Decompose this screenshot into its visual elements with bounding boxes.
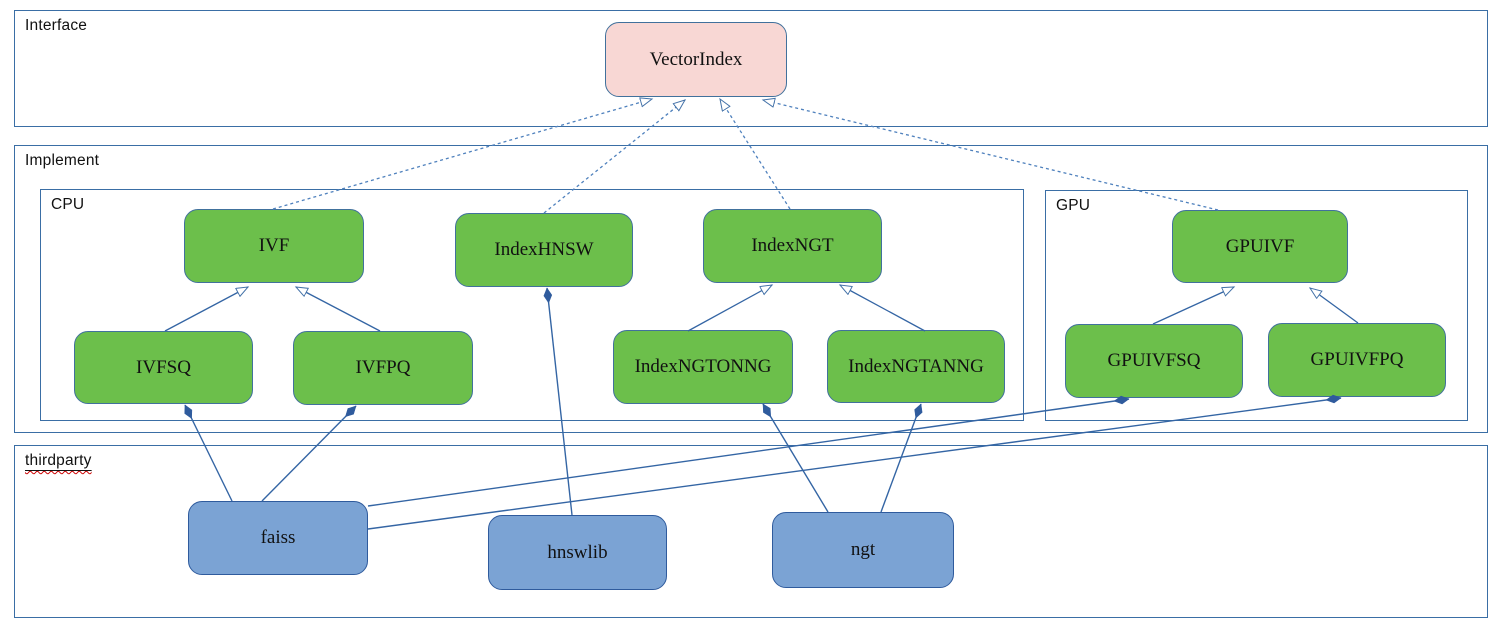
node-ngt-label: ngt <box>850 539 876 560</box>
node-faiss-label: faiss <box>260 527 296 548</box>
node-indexngtanng-label: IndexNGTANNG <box>848 355 984 377</box>
node-ivf: IVF <box>184 209 364 283</box>
node-hnswlib-label: hnswlib <box>547 541 608 563</box>
node-indexngt: IndexNGT <box>703 209 882 283</box>
node-gpuivfsq-label: GPUIVFSQ <box>1107 350 1201 371</box>
interface-group-label: Interface <box>25 17 88 34</box>
node-indexhnsw: IndexHNSW <box>455 213 633 287</box>
node-gpuivf: GPUIVF <box>1172 210 1348 283</box>
node-gpuivfpq: GPUIVFPQ <box>1268 323 1446 397</box>
cpu-group-label: CPU <box>51 196 85 213</box>
node-indexhnsw-label: IndexHNSW <box>494 239 594 260</box>
node-ngt: ngt <box>772 512 954 588</box>
node-ivfsq-label: IVFSQ <box>136 356 191 378</box>
node-indexngtonng: IndexNGTONNG <box>613 330 793 404</box>
node-ivfsq: IVFSQ <box>74 331 253 404</box>
node-gpuivfsq: GPUIVFSQ <box>1065 324 1243 398</box>
node-gpuivfpq-label: GPUIVFPQ <box>1310 349 1404 370</box>
node-vectorindex-label: VectorIndex <box>649 48 743 70</box>
thirdparty-group-label: thirdparty <box>25 452 92 469</box>
node-hnswlib: hnswlib <box>488 515 667 590</box>
node-ivfpq-label: IVFPQ <box>355 357 411 378</box>
node-faiss: faiss <box>188 501 368 575</box>
node-gpuivf-label: GPUIVF <box>1225 235 1295 257</box>
gpu-group-label: GPU <box>1056 197 1091 214</box>
node-indexngtanng: IndexNGTANNG <box>827 330 1005 403</box>
node-ivf-label: IVF <box>258 235 290 256</box>
node-indexngtonng-label: IndexNGTONNG <box>634 356 772 377</box>
node-ivfpq: IVFPQ <box>293 331 473 405</box>
node-indexngt-label: IndexNGT <box>751 235 834 256</box>
node-vectorindex: VectorIndex <box>605 22 787 97</box>
implement-group-label: Implement <box>25 152 100 169</box>
